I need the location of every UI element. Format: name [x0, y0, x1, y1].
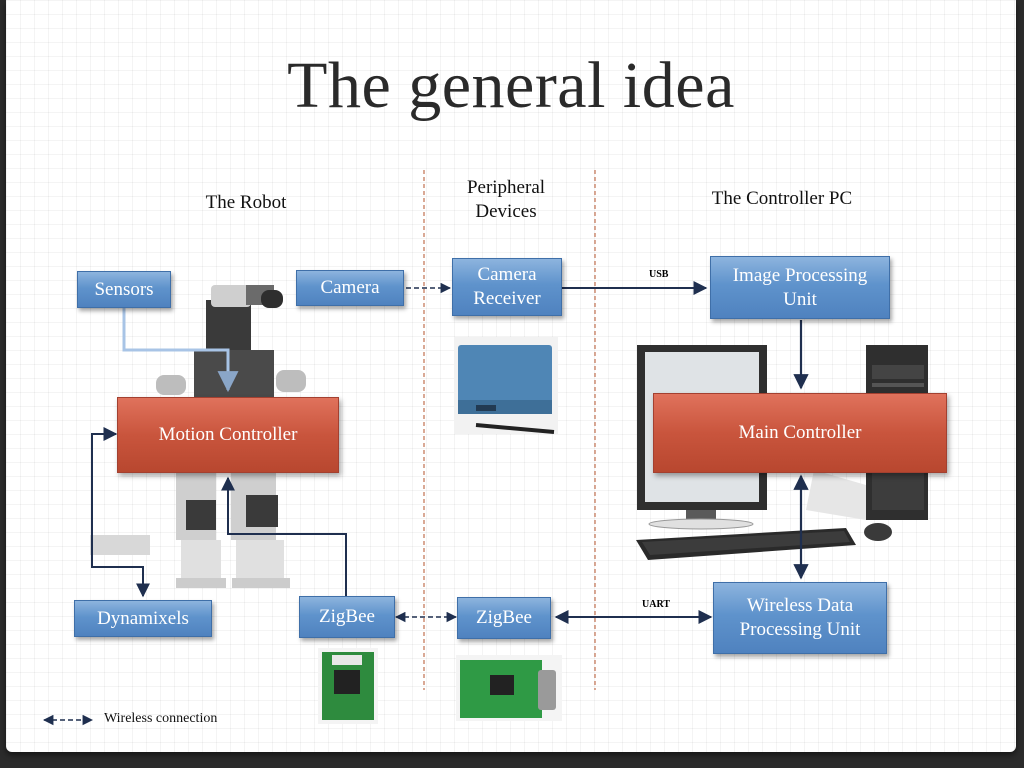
camera-receiver-label: Camera Receiver	[473, 264, 541, 309]
camera-box: Camera	[296, 270, 404, 306]
zigbee-peripheral-label: ZigBee	[476, 607, 532, 628]
sensors-box: Sensors	[77, 271, 171, 308]
image-processing-unit-label: Image Processing Unit	[732, 264, 868, 310]
zigbee-robot-label: ZigBee	[319, 606, 375, 627]
sensors-to-motion-line	[122, 308, 239, 393]
motion-to-dynamixels-line	[91, 427, 150, 598]
camera-receiver-box: Camera Receiver	[452, 258, 562, 316]
uart-label: UART	[642, 599, 670, 610]
main-controller-label: Main Controller	[738, 422, 862, 443]
zigbee-peripheral-box: ZigBee	[457, 597, 551, 639]
connections	[42, 170, 809, 726]
slide: The general idea The Robot Peripheral De…	[6, 0, 1016, 752]
dynamixels-label: Dynamixels	[97, 607, 189, 629]
legend-wireless-text: Wireless connection	[104, 711, 218, 726]
slide-title: The general idea	[287, 49, 735, 122]
main-controller-box: Main Controller	[653, 393, 947, 473]
sensors-label: Sensors	[94, 278, 154, 300]
column-label-controller: The Controller PC	[711, 188, 853, 209]
wireless-data-processing-unit-label: Wireless Data Processing Unit	[739, 595, 861, 640]
zigbee-peripheral-board-image	[456, 655, 562, 721]
usb-label: USB	[649, 269, 669, 280]
motion-controller-box: Motion Controller	[117, 397, 339, 473]
dynamixels-box: Dynamixels	[74, 600, 212, 637]
wireless-data-processing-unit-box: Wireless Data Processing Unit	[713, 582, 887, 654]
camera-label: Camera	[320, 277, 380, 298]
image-processing-unit-box: Image Processing Unit	[710, 256, 890, 319]
zigbee-robot-box: ZigBee	[299, 596, 395, 638]
column-label-peripheral: Peripheral Devices	[466, 177, 546, 222]
column-label-robot: The Robot	[205, 192, 287, 213]
zigbee-to-motion-line	[221, 476, 347, 598]
zigbee-robot-board-image	[318, 648, 378, 724]
camera-receiver-image	[454, 337, 558, 434]
motion-controller-label: Motion Controller	[158, 424, 298, 445]
